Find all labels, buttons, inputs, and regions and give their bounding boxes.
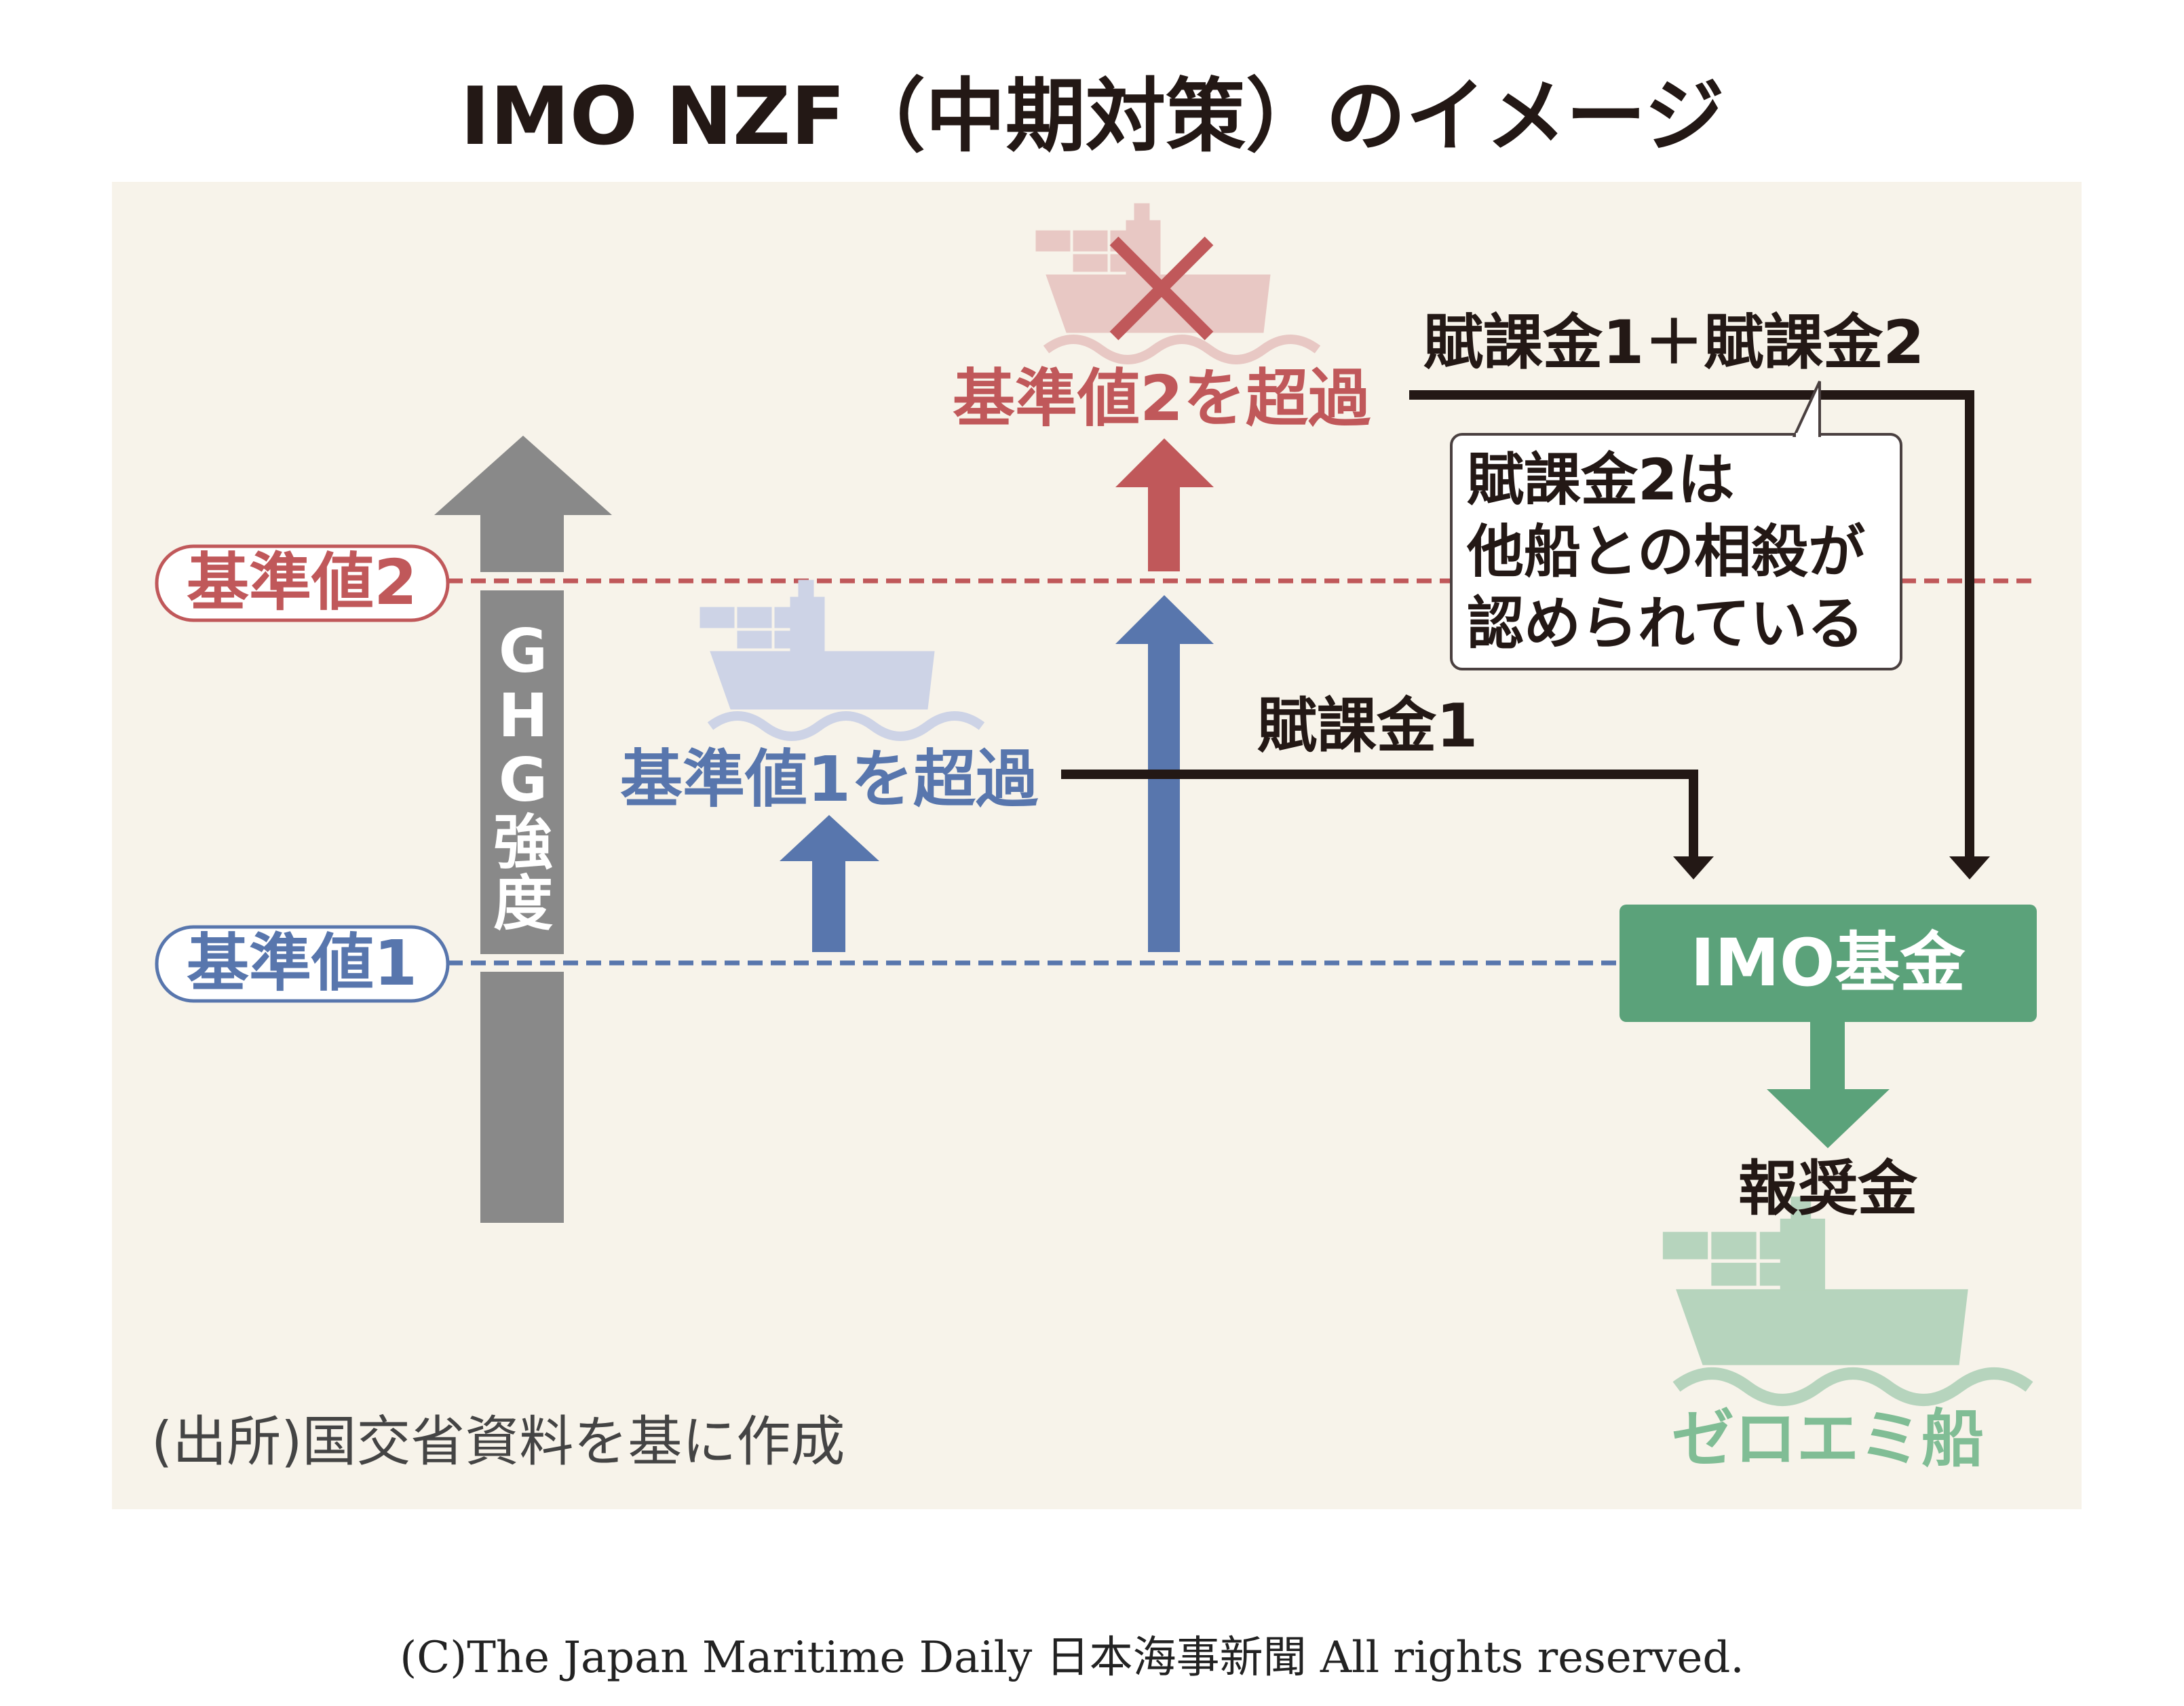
ghg-intensity-arrow <box>434 436 612 1223</box>
charge1-label: 賦課金1 <box>1257 691 1478 761</box>
page-title: IMO NZF（中期対策）のイメージ <box>460 69 1724 163</box>
charge-both-flow-line <box>1409 390 1974 856</box>
cross-icon <box>1109 236 1214 341</box>
exceed-threshold-1-label: 基準値1を超過 <box>620 743 1039 816</box>
svg-text:G: G <box>499 745 548 815</box>
svg-text:他船との相殺が: 他船との相殺が <box>1466 518 1865 585</box>
charge1-arrowhead <box>1673 856 1714 879</box>
charge-both-label: 賦課金1＋賦課金2 <box>1423 307 1924 377</box>
svg-text:H: H <box>498 681 548 751</box>
svg-text:度: 度 <box>493 869 553 939</box>
threshold-1-pill: 基準値1 <box>155 925 450 1003</box>
zero-emission-ship-label: ゼロエミ船 <box>1672 1403 1984 1475</box>
source-note: (出所)国交省資料を基に作成 <box>151 1410 845 1473</box>
callout-box: 賦課金2は 他船との相殺が 認められている <box>1450 381 1902 670</box>
reward-label: 報奨金 <box>1738 1154 1918 1224</box>
charge1-flow-line <box>1061 770 1698 856</box>
threshold-2-pill: 基準値2 <box>155 544 450 622</box>
svg-text:G: G <box>499 616 548 686</box>
svg-text:IMO基金: IMO基金 <box>1691 925 1966 1001</box>
red-up-arrow <box>1115 438 1214 571</box>
diagram-panel <box>112 182 2082 1509</box>
ghg-intensity-label: G H G 強 度 <box>493 616 553 939</box>
imo-fund-box: IMO基金 <box>1620 905 2037 1022</box>
copyright-notice: (C)The Japan Maritime Daily 日本海事新聞 All r… <box>400 1633 1744 1683</box>
svg-text:認められている: 認められている <box>1467 590 1864 657</box>
blue-up-arrow-small <box>780 815 879 952</box>
svg-text:基準値2: 基準値2 <box>187 546 417 619</box>
charge-both-arrowhead <box>1949 856 1990 879</box>
exceed-threshold-2-label: 基準値2を超過 <box>953 362 1371 435</box>
green-down-arrow <box>1767 1022 1890 1148</box>
svg-text:基準値1: 基準値1 <box>187 927 417 1000</box>
svg-text:賦課金2は: 賦課金2は <box>1467 447 1734 513</box>
svg-text:強: 強 <box>493 808 553 877</box>
